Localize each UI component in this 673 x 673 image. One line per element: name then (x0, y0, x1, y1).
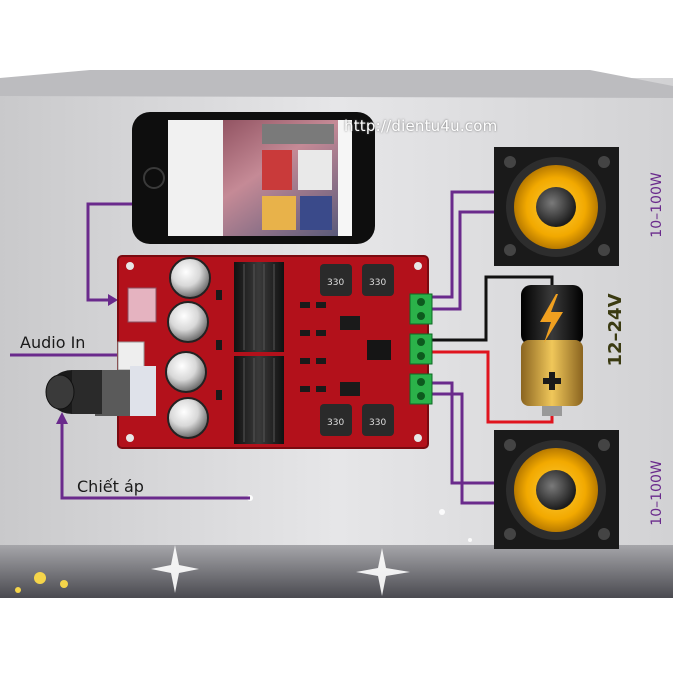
bottom-speaker-power-label: 10–100W (649, 460, 665, 526)
black-power-wire (425, 275, 554, 342)
red-power-wire (425, 350, 554, 424)
amplifier-board (117, 255, 433, 449)
purple-wires (10, 190, 494, 505)
plus-icon (543, 372, 561, 390)
supply-voltage-label: 12–24V (604, 293, 626, 367)
inductor-label-3: 330 (327, 418, 344, 428)
inductor-label-1: 330 (327, 278, 344, 288)
phone-arrowhead (108, 294, 118, 306)
smartphone (132, 112, 375, 244)
lightning-icon (540, 294, 563, 343)
inductor-label-4: 330 (369, 418, 386, 428)
inductor-label-2: 330 (369, 278, 386, 288)
bottom-speaker (494, 430, 619, 549)
potentiometer-label: Chiết áp (77, 477, 144, 496)
top-speaker (494, 147, 619, 266)
yellow-sparkles (15, 572, 68, 593)
backdrop-top-edge (0, 70, 673, 98)
battery (521, 285, 583, 416)
top-speaker-power-label: 10–100W (649, 172, 665, 238)
website-watermark: http://dientu4u.com (344, 117, 498, 135)
dark-floor (0, 545, 673, 598)
pot-arrowhead (56, 412, 68, 424)
potentiometer-knob (45, 366, 156, 416)
audio-in-label: Audio In (20, 333, 86, 352)
